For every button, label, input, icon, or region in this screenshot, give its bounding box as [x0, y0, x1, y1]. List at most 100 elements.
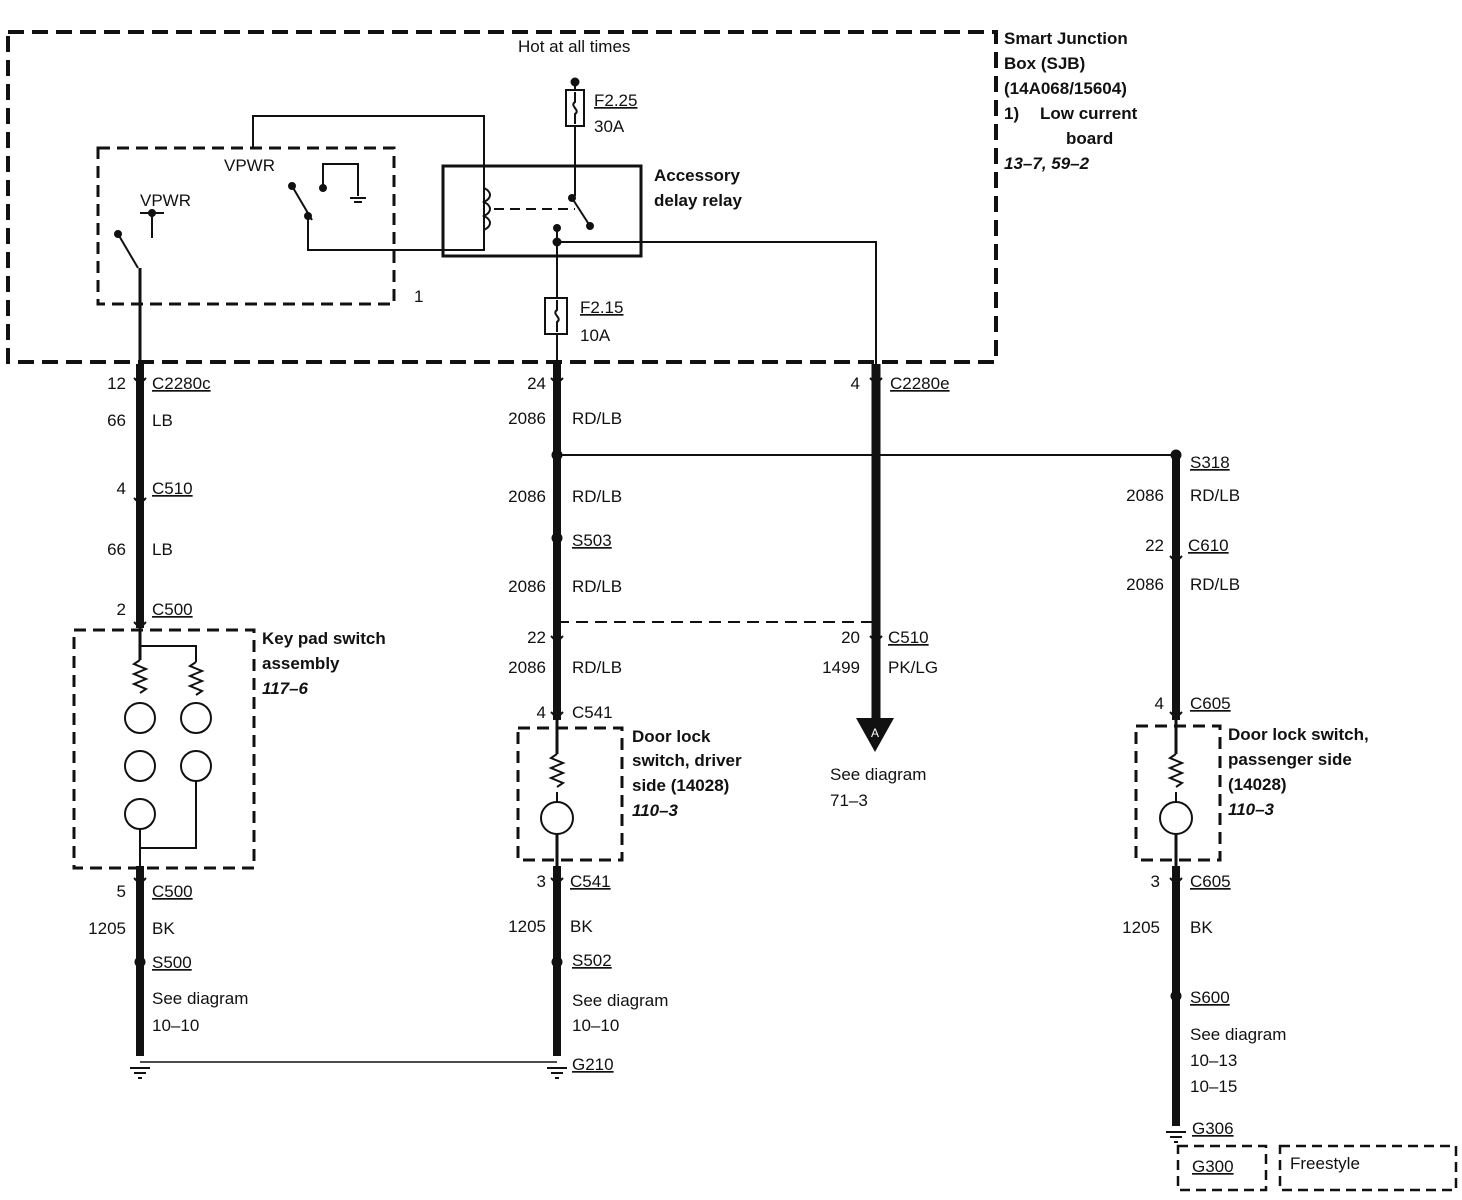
col3-see-diagram: See diagram: [830, 765, 926, 784]
c605-pin-3: 3: [1151, 872, 1160, 891]
col2-wire5-color: BK: [570, 917, 593, 936]
c610-pin: 22: [1145, 536, 1164, 555]
c541-pin-4: 4: [537, 703, 546, 722]
col2-wire1-circuit: 2086: [508, 409, 546, 428]
relay-label-line2: delay relay: [654, 191, 742, 210]
col1-wire3-color: BK: [152, 919, 175, 938]
keypad-label-line1: Key pad switch: [262, 629, 386, 648]
col1-wire3-circuit: 1205: [88, 919, 126, 938]
sjb-title-line2: Box (SJB): [1004, 54, 1085, 73]
c605-pin-4: 4: [1155, 694, 1164, 713]
col2-wire3-circuit: 2086: [508, 577, 546, 596]
c541-connector-bottom: C541: [570, 872, 611, 891]
vpwr-label-1: VPWR: [140, 191, 191, 210]
c500-pin-5: 5: [117, 882, 126, 901]
c541-connector-top: C541: [572, 703, 613, 722]
driver-door-switch-box: [516, 726, 624, 862]
col1-wire1-circuit: 66: [107, 411, 126, 430]
fuse-f215-label: F2.15: [580, 298, 623, 317]
freestyle-label: Freestyle: [1290, 1154, 1360, 1173]
passenger-switch-reference: 110–3: [1228, 800, 1275, 819]
col4-wire2-circuit: 2086: [1126, 575, 1164, 594]
driver-switch-label-2: switch, driver: [632, 751, 742, 770]
col1-see-diagram: See diagram: [152, 989, 248, 1008]
c500-pin-2: 2: [117, 600, 126, 619]
passenger-switch-label-2: passenger side: [1228, 750, 1352, 769]
sjb-title-line3: (14A068/15604): [1004, 79, 1127, 98]
g306-ground: G306: [1192, 1119, 1234, 1138]
sjb-title-line1: Smart Junction: [1004, 29, 1128, 48]
g210-ground: G210: [572, 1055, 614, 1074]
col4-wire2-color: RD/LB: [1190, 575, 1240, 594]
driver-switch-label-1: Door lock: [632, 727, 711, 746]
c510-connector: C510: [152, 479, 193, 498]
col3-wire-circuit: 1499: [822, 658, 860, 677]
passenger-switch-label-1: Door lock switch,: [1228, 725, 1369, 744]
c500-connector-top: C500: [152, 600, 193, 619]
s600-splice: S600: [1190, 988, 1230, 1007]
fuse-f225-rating: 30A: [594, 117, 625, 136]
col4-wire3-circuit: 1205: [1122, 918, 1160, 937]
col4-wire1-circuit: 2086: [1126, 486, 1164, 505]
col1-wire1-color: LB: [152, 411, 173, 430]
hot-at-all-times-label: Hot at all times: [518, 37, 630, 56]
col2-wire3-color: RD/LB: [572, 577, 622, 596]
c2280c-pin: 12: [107, 374, 126, 393]
keypad-switch-box: [72, 628, 256, 870]
col1-wire2-circuit: 66: [107, 540, 126, 559]
c2280e-pin: 4: [851, 374, 860, 393]
c510-pin: 4: [117, 479, 126, 498]
s318-splice: S318: [1190, 453, 1230, 472]
keypad-reference: 117–6: [262, 679, 309, 698]
fuse-f215-rating: 10A: [580, 326, 611, 345]
connector-a-letter: A: [871, 726, 879, 740]
accessory-relay-box: [441, 164, 643, 258]
col2-wire2-circuit: 2086: [508, 487, 546, 506]
vpwr-box: [96, 146, 396, 306]
col1-wire2-color: LB: [152, 540, 173, 559]
col4-wire1-color: RD/LB: [1190, 486, 1240, 505]
col4-see-diagram-ref2: 10–15: [1190, 1077, 1237, 1096]
c605-connector-top: C605: [1190, 694, 1231, 713]
col4-see-diagram: See diagram: [1190, 1025, 1286, 1044]
c2280-pin-24: 24: [527, 374, 546, 393]
col2-wire4-color: RD/LB: [572, 658, 622, 677]
sjb-note-number: 1): [1004, 104, 1019, 123]
col2-see-diagram-ref: 10–10: [572, 1016, 619, 1035]
col2-see-diagram: See diagram: [572, 991, 668, 1010]
pin-1-label: 1: [414, 287, 423, 306]
passenger-door-switch-box: [1134, 724, 1222, 862]
col4-see-diagram-ref1: 10–13: [1190, 1051, 1237, 1070]
s500-splice: S500: [152, 953, 192, 972]
col3-c510-connector: C510: [888, 628, 929, 647]
sjb-note-line1: Low current: [1040, 104, 1138, 123]
s503-splice: S503: [572, 531, 612, 550]
col1-see-diagram-ref: 10–10: [152, 1016, 199, 1035]
c2280c-connector: C2280c: [152, 374, 211, 393]
sjb-boundary: [6, 30, 998, 364]
fuse-f225-label: F2.25: [594, 91, 637, 110]
keypad-label-line2: assembly: [262, 654, 340, 673]
col2-pin-22: 22: [527, 628, 546, 647]
col2-wire1-color: RD/LB: [572, 409, 622, 428]
col2-wire2-color: RD/LB: [572, 487, 622, 506]
driver-switch-reference: 110–3: [632, 801, 679, 820]
relay-label-line1: Accessory: [654, 166, 741, 185]
c2280e-connector: C2280e: [890, 374, 950, 393]
sjb-reference: 13–7, 59–2: [1004, 154, 1090, 173]
c605-connector-bottom: C605: [1190, 872, 1231, 891]
sjb-note-line2: board: [1066, 129, 1113, 148]
c610-connector: C610: [1188, 536, 1229, 555]
col4-wire3-color: BK: [1190, 918, 1213, 937]
col3-wire-color: PK/LG: [888, 658, 938, 677]
connector-a-arrow: [856, 718, 894, 752]
c500-connector-bottom: C500: [152, 882, 193, 901]
passenger-switch-label-3: (14028): [1228, 775, 1287, 794]
col2-wire5-circuit: 1205: [508, 917, 546, 936]
col3-c510-pin: 20: [841, 628, 860, 647]
driver-switch-label-3: side (14028): [632, 776, 729, 795]
col3-see-diagram-ref: 71–3: [830, 791, 868, 810]
col2-wire4-circuit: 2086: [508, 658, 546, 677]
s502-splice: S502: [572, 951, 612, 970]
